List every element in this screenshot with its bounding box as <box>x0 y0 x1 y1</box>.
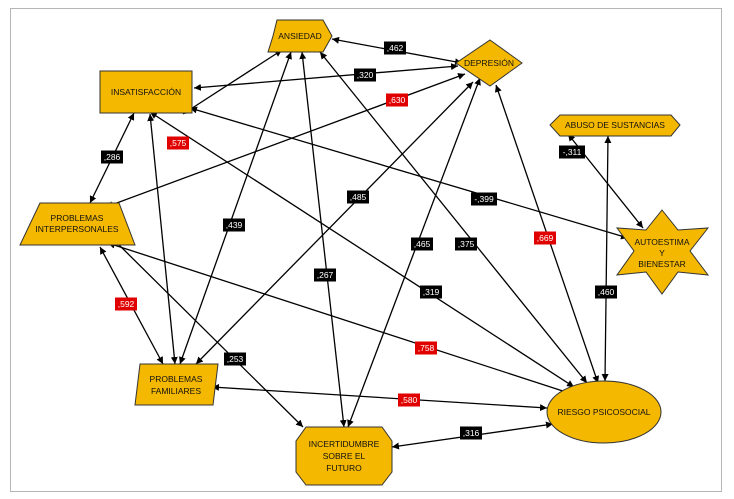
node-abuso-sustancias: ABUSO DE SUSTANCIAS <box>549 114 681 137</box>
node-ansiedad: ANSIEDAD <box>267 19 333 53</box>
svg-text:,462: ,462 <box>387 43 404 53</box>
svg-text:,267: ,267 <box>317 270 334 280</box>
node-problemas-familiares: PROBLEMAS FAMILIARES <box>134 363 219 406</box>
svg-text:,465: ,465 <box>414 239 431 249</box>
node-autoestima-label-3: BIENESTAR <box>638 259 686 269</box>
edge-abuso-riesgo <box>601 135 612 382</box>
coef-depresion-familiares: ,485 <box>347 190 369 204</box>
node-incertidumbre-label-1: INCERTIDUMBRE <box>309 439 380 449</box>
node-interpersonales-label-2: INTERPERSONALES <box>35 224 118 234</box>
svg-text:,439: ,439 <box>226 220 243 230</box>
svg-text:,375: ,375 <box>458 239 475 249</box>
node-incertidumbre-shape <box>295 426 393 486</box>
coef-depresion-incertidumbre: ,465 <box>411 237 433 251</box>
node-incertidumbre-label-3: FUTURO <box>326 463 362 473</box>
coef-ansiedad-depresion: ,462 <box>384 41 406 55</box>
coef-abuso-autoestima: -,311 <box>559 145 585 159</box>
svg-text:,319: ,319 <box>423 287 440 297</box>
svg-text:,253: ,253 <box>227 354 244 364</box>
svg-text:,320: ,320 <box>357 70 374 80</box>
node-riesgo-psicosocial: RIESGO PSICOSOCIAL <box>546 380 662 444</box>
node-ansiedad-label: ANSIEDAD <box>278 31 321 41</box>
node-riesgo-shape <box>546 380 662 444</box>
node-insatisfaccion-shape <box>99 70 193 114</box>
node-depresion-label: DEPRESIÓN <box>464 58 514 68</box>
node-depresion: DEPRESIÓN <box>455 39 523 87</box>
coef-ansiedad-incertidumbre: ,267 <box>314 268 336 282</box>
coef-interpersonales-incertidumbre: ,253 <box>224 352 246 366</box>
node-interpersonales-shape <box>19 202 136 246</box>
coef-interpersonales-riesgo-a: ,319 <box>420 285 442 299</box>
node-incertidumbre-label-2: SOBRE EL <box>323 451 366 461</box>
coef-interpersonales-riesgo-b: ,758 <box>415 341 437 355</box>
coef-abuso-riesgo: ,460 <box>595 285 617 299</box>
coef-interpersonales-familiares: ,592 <box>115 297 137 311</box>
svg-text:,316: ,316 <box>463 428 480 438</box>
coef-ansiedad-riesgo: ,375 <box>455 237 477 251</box>
node-familiares-label-1: PROBLEMAS <box>150 374 203 384</box>
edge-insatisfaccion-familiares <box>147 113 178 365</box>
coef-ansiedad-familiares: ,439 <box>223 218 245 232</box>
node-familiares-shape <box>134 363 219 406</box>
node-autoestima: AUTOESTIMA Y BIENESTAR <box>615 209 710 295</box>
node-problemas-interpersonales: PROBLEMAS INTERPERSONALES <box>19 202 136 246</box>
node-insatisfaccion: INSATISFACCIÓN <box>99 70 193 114</box>
edge-insatisfaccion-depresion <box>193 63 459 91</box>
node-autoestima-shape <box>615 209 710 295</box>
edge-familiares-riesgo <box>211 383 548 412</box>
node-ansiedad-shape <box>267 19 333 53</box>
node-familiares-label-2: FAMILIARES <box>151 386 201 396</box>
svg-text:,575: ,575 <box>170 138 187 148</box>
coef-incertidumbre-riesgo: ,316 <box>460 426 482 440</box>
node-abuso-shape <box>549 114 681 137</box>
coef-insatisfaccion-riesgo: ,575 <box>167 136 189 150</box>
svg-text:,580: ,580 <box>401 395 418 405</box>
coef-depresion-riesgo: ,669 <box>534 231 556 245</box>
svg-text:,592: ,592 <box>118 299 135 309</box>
node-depresion-shape <box>455 39 523 87</box>
node-incertidumbre: INCERTIDUMBRE SOBRE EL FUTURO <box>295 426 393 486</box>
svg-text:,286: ,286 <box>104 152 121 162</box>
edge-ansiedad-incertidumbre <box>299 51 347 428</box>
edge-ansiedad-familiares <box>179 51 292 365</box>
figure-frame <box>10 8 722 492</box>
svg-text:,630: ,630 <box>389 95 406 105</box>
svg-text:,669: ,669 <box>537 233 554 243</box>
node-insatisfaccion-label: INSATISFACCIÓN <box>111 87 181 97</box>
coef-insatisfaccion-depresion: ,320 <box>354 68 376 82</box>
coef-familiares-riesgo: ,580 <box>398 393 420 407</box>
coef-insatisfaccion-autoestima: -,399 <box>471 192 497 206</box>
node-interpersonales-label-1: PROBLEMAS <box>51 213 104 223</box>
svg-text:-,311: -,311 <box>563 147 582 157</box>
node-autoestima-label-1: AUTOESTIMA <box>634 237 689 247</box>
svg-text:,460: ,460 <box>598 287 615 297</box>
svg-text:,485: ,485 <box>350 192 367 202</box>
node-autoestima-label-2: Y <box>659 248 665 258</box>
svg-text:,758: ,758 <box>418 343 435 353</box>
coef-depresion-interpersonales: ,630 <box>386 93 408 107</box>
coef-insatisfaccion-interpersonales: ,286 <box>101 150 123 164</box>
node-abuso-label: ABUSO DE SUSTANCIAS <box>565 120 665 130</box>
svg-text:-,399: -,399 <box>474 194 494 204</box>
node-riesgo-label: RIESGO PSICOSOCIAL <box>557 407 650 417</box>
